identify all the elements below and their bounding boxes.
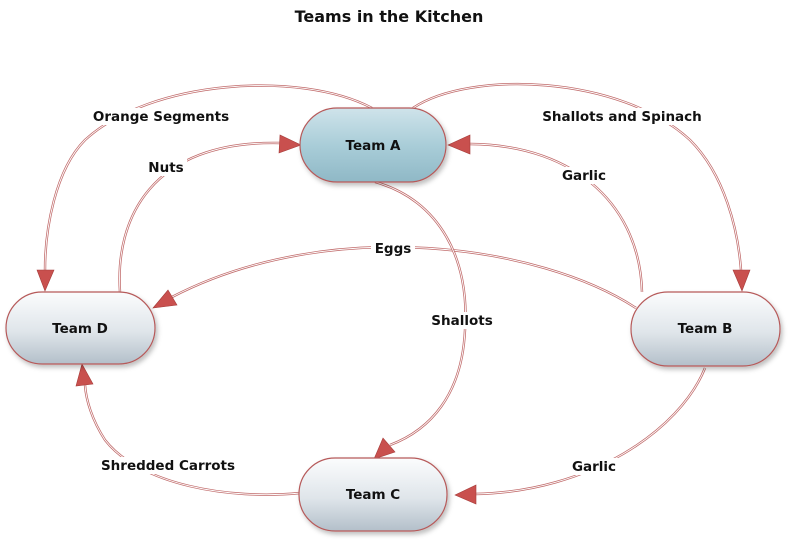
edge-label-shallots-and-spinach: Shallots and Spinach: [538, 108, 706, 125]
node-label: Team A: [346, 138, 401, 154]
edge-label-text: Nuts: [148, 160, 183, 176]
edge-label-garlic-b-to-c: Garlic: [568, 458, 620, 475]
node-team-d[interactable]: Team D: [5, 291, 156, 365]
node-team-a[interactable]: Team A: [299, 107, 447, 183]
edge-team-b-to-team-c: [454, 367, 707, 505]
arrowhead: [278, 134, 302, 154]
node-label: Team C: [346, 487, 400, 503]
edge-label-text: Shallots and Spinach: [542, 109, 702, 125]
edge-team-a-to-team-b: [412, 82, 751, 292]
edge-label-shallots: Shallots: [428, 312, 496, 329]
arrowhead: [152, 289, 178, 309]
arrowhead: [75, 363, 94, 387]
edge-label-shredded-carrots: Shredded Carrots: [96, 457, 241, 474]
arrowhead: [373, 437, 396, 460]
edge-team-b-to-team-a: [447, 134, 644, 293]
edge-label-text: Garlic: [562, 168, 606, 184]
node-team-b[interactable]: Team B: [630, 291, 781, 367]
edge-label-garlic-b-to-a: Garlic: [558, 167, 610, 184]
edge-team-b-to-team-d: [152, 245, 637, 310]
edge-label-text: Orange Segments: [93, 109, 229, 125]
arrowhead: [447, 134, 471, 155]
diagram-title: Teams in the Kitchen: [295, 7, 484, 26]
edge-label-eggs: Eggs: [371, 240, 415, 257]
edge-label-text: Eggs: [375, 241, 412, 257]
edge-team-d-to-team-a: [118, 134, 302, 293]
arrowhead: [454, 484, 477, 505]
edge-label-orange-segments: Orange Segments: [90, 108, 233, 125]
node-label: Team B: [678, 321, 733, 337]
node-team-c[interactable]: Team C: [298, 457, 448, 532]
edge-label-text: Garlic: [572, 459, 616, 475]
edge-label-text: Shallots: [431, 313, 492, 329]
edge-label-text: Shredded Carrots: [101, 458, 235, 474]
node-label: Team D: [52, 321, 108, 337]
edge-team-c-to-team-d: [75, 363, 301, 496]
edge-label-nuts: Nuts: [145, 159, 187, 176]
edge-team-a-to-team-c: [373, 180, 467, 460]
arrowhead: [732, 269, 751, 292]
arrowhead: [36, 269, 55, 292]
